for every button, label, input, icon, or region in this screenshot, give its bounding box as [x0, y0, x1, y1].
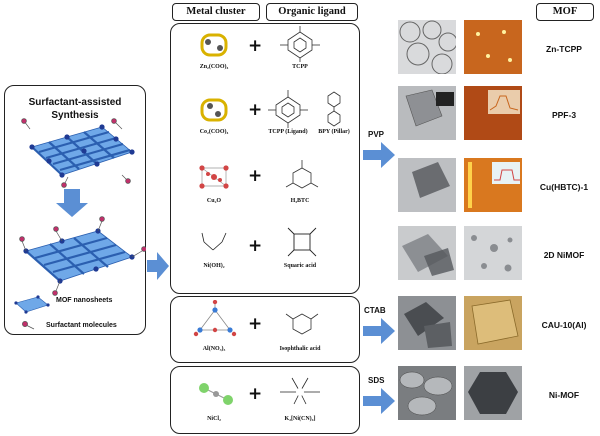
ligand-label-2: TCPP (Ligand) [268, 129, 308, 135]
bpy-pillar-structure [327, 91, 341, 127]
header-mof: MOF [536, 3, 594, 21]
nioh2-structure [201, 232, 227, 251]
metal-label-4: Ni(OH)₂ [203, 263, 225, 269]
mof-label-zn-tcpp: Zn-TCPP [546, 44, 582, 54]
afm-image-zn-tcpp [464, 20, 522, 74]
zn-cluster-structure [200, 33, 228, 57]
legend-surfactant-label: Surfactant molecules [46, 322, 117, 329]
plus-2: + [248, 100, 263, 120]
tcpp-ligand-structure [268, 90, 308, 128]
mof-label-cu-hbtc-1: Cu(HBTC)-1 [539, 182, 589, 192]
sem-image-2d-nimof [464, 226, 522, 280]
pvp-group-panel [170, 23, 360, 294]
legend-nanosheets-label: MOF nanosheets [56, 297, 113, 304]
sds-group-panel [170, 366, 360, 434]
sds-arrow [363, 388, 395, 414]
tem-image-2d-nimof [398, 226, 456, 280]
afm-image-cu-hbtc-1 [464, 158, 522, 212]
legend-nanosheet-icon [14, 295, 50, 314]
ligand-label-4: Squaric acid [283, 263, 317, 269]
down-arrow [56, 189, 88, 217]
metal-label-1: Zn₂(COO)₄ [199, 64, 229, 70]
k2nicn4-structure [280, 377, 320, 405]
sds-label: SDS [368, 376, 385, 385]
ligand-label-1: TCPP [292, 64, 308, 70]
metal-label-6: NiCl₂ [207, 416, 221, 422]
metal-label-3: Cu₂O [206, 198, 222, 204]
header-organic-ligand: Organic ligand [266, 3, 358, 21]
tem-image-cu-hbtc-1 [398, 158, 456, 212]
mof-nanosheet-top [29, 124, 135, 178]
legend-surfactant-icon [22, 321, 35, 330]
mof-nanosheet-bottom [19, 216, 146, 296]
plus-4: + [248, 236, 263, 256]
mof-label-ni-mof: Ni-MOF [548, 390, 580, 400]
co-cluster-structure [200, 98, 228, 122]
panel-title: Surfactant-assisted Synthesis [28, 97, 122, 121]
mof-label-2d-nimof: 2D NiMOF [543, 250, 585, 260]
metal-label-5: Al(NO₃)₃ [202, 346, 226, 352]
arrow-to-clusters [147, 252, 169, 280]
alno3-structure [193, 300, 237, 337]
h3btc-structure [285, 160, 319, 189]
mof-label-cau-10-al: CAU-10(Al) [541, 320, 587, 330]
cu2o-structure [199, 165, 229, 189]
pillar-label-2: BPY (Pillar) [318, 129, 350, 135]
plus-6: + [248, 384, 263, 404]
sem-image-ni-mof [398, 366, 456, 420]
ligand-label-6: K₂[Ni(CN)₄] [284, 416, 316, 422]
ctab-label: CTAB [364, 306, 386, 315]
header-metal-cluster: Metal cluster [172, 3, 260, 21]
tem-image-ni-mof [464, 366, 522, 420]
ctab-arrow [363, 318, 395, 344]
plus-3: + [248, 166, 263, 186]
pvp-label: PVP [368, 130, 385, 139]
tcpp-structure [280, 26, 320, 62]
isophthalic-acid-structure [285, 313, 319, 335]
pvp-arrow [363, 142, 395, 168]
tem-image-cau-10-al [398, 296, 456, 350]
plus-1: + [248, 36, 263, 56]
nicl2-structure [199, 383, 233, 405]
ligand-label-5: Isophthalic acid [279, 346, 321, 352]
tem-image-zn-tcpp [398, 20, 456, 74]
ligand-label-3: H₃BTC [290, 198, 310, 204]
synthesis-illustration [14, 118, 146, 330]
plus-5: + [248, 314, 263, 334]
floating-surfactants [21, 118, 131, 188]
tem-image-ppf-3 [398, 86, 456, 140]
sem-image-cau-10-al [464, 296, 522, 350]
metal-label-2: Co₂(COO)₄ [199, 129, 229, 135]
afm-image-ppf-3 [464, 86, 522, 140]
squaric-acid-structure [287, 227, 317, 257]
mof-label-ppf-3: PPF-3 [551, 110, 577, 120]
